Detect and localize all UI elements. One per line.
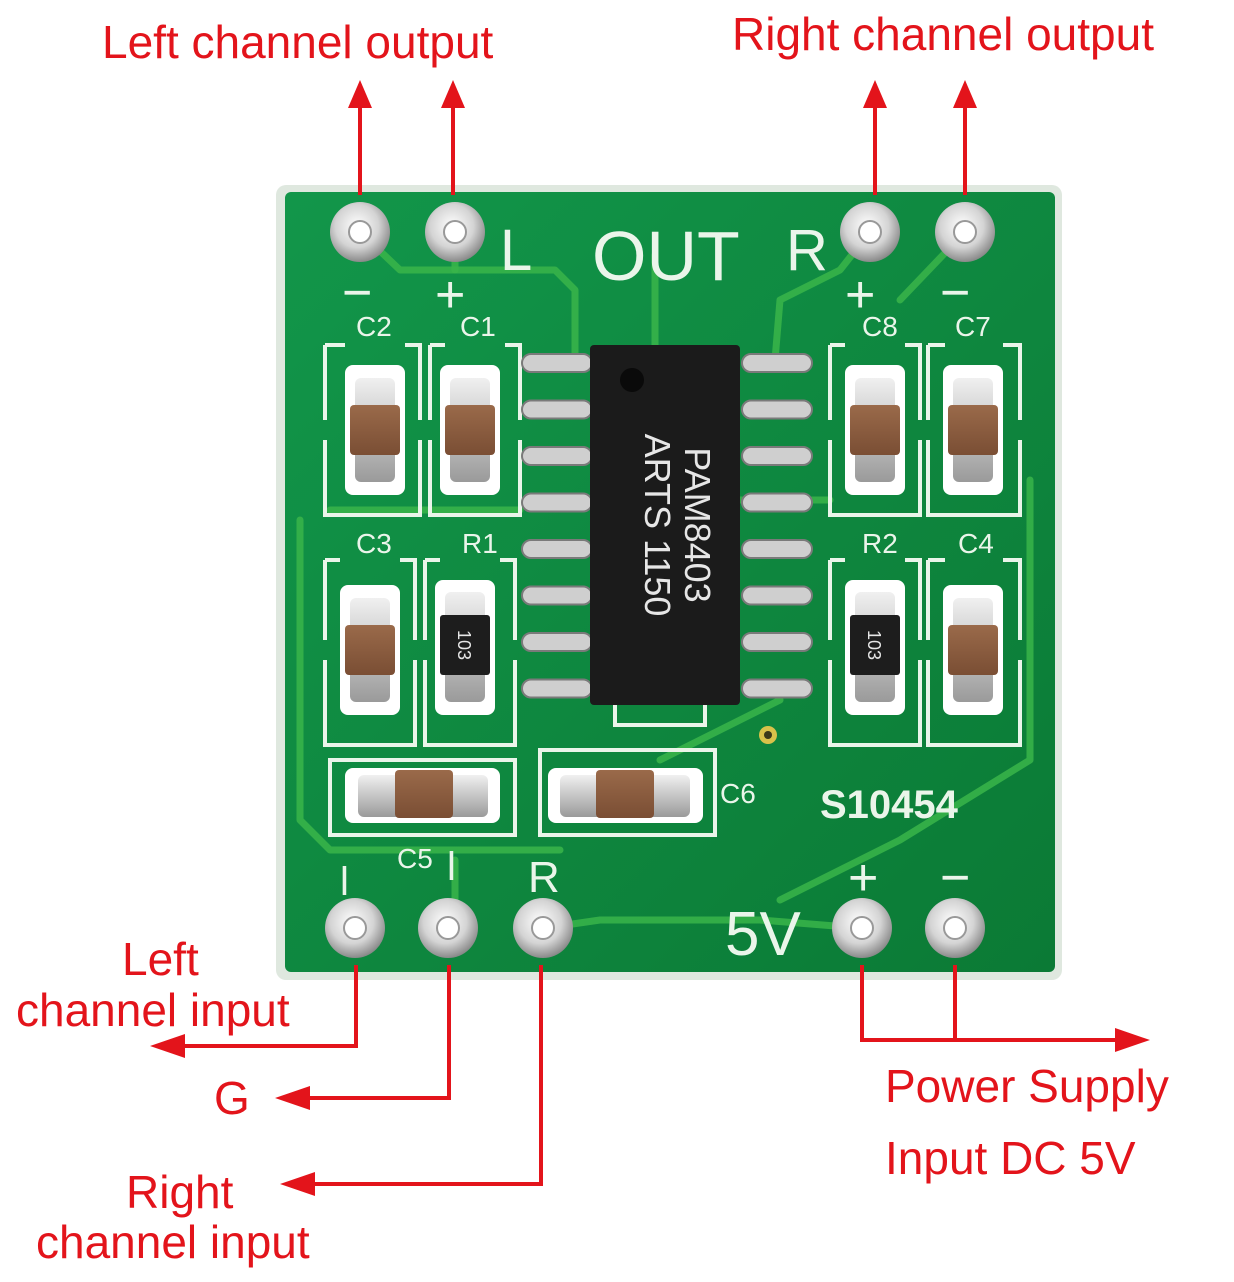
silk-r: R [786,218,828,283]
silk-pin-r: R [528,853,560,902]
arrow-up-icon [863,80,887,108]
silk-c2: C2 [356,311,392,342]
capacitor-c6 [548,768,703,823]
silk-pin-plus: + [848,849,878,907]
label-power-supply: Power Supply [885,1060,1169,1112]
silkscreen-outlines [323,343,1022,837]
ic-pin-left [521,353,593,373]
ic-pin-right [741,353,813,373]
ic-pin-left [521,446,593,466]
arrow-left-icon [275,1086,310,1110]
ic-pin-right [741,678,813,699]
silk-r2: R2 [862,528,898,559]
capacitor-c3 [340,585,400,715]
ic-chip-pins [521,353,813,699]
silk-c5: C5 [397,843,433,874]
silk-board-id: S10454 [820,783,959,827]
ic-pin-left [521,585,593,606]
wire-power-plus [860,965,1115,1042]
silk-c8: C8 [862,311,898,342]
pad-power-minus [925,898,985,958]
resistor-r2 [845,580,905,715]
silk-c6: C6 [720,778,756,809]
pam8403-chip: PAM8403 ARTS 1150 [590,345,740,705]
arrow-right-icon [1115,1028,1150,1052]
capacitor-c1 [440,365,500,495]
silk-c4: C4 [958,528,994,559]
capacitor-c8 [845,365,905,495]
silk-plus-right: + [845,266,875,324]
chip-marking-line2: ARTS 1150 [637,434,678,617]
label-left-channel-output: Left channel output [102,16,494,68]
capacitor-c2 [345,365,405,495]
capacitor-c7 [943,365,1003,495]
label-input-dc-5v: Input DC 5V [885,1132,1136,1184]
capacitor-c4 [943,585,1003,715]
resistor-code-r1: 103 [454,630,474,660]
pad-in-ground [418,898,478,958]
silk-5v: 5V [725,900,801,969]
silk-minus-left: − [342,264,372,322]
ic-pin-left [521,632,593,652]
ic-pin-left [521,399,593,420]
silk-c3: C3 [356,528,392,559]
ic-pin-right [741,446,813,466]
silkscreen-labels: L OUT R − + + − C2 C1 C8 C7 C3 R1 R2 C4 … [340,217,994,969]
silk-l: L [500,218,532,283]
wire-left-input [185,965,358,1048]
arrow-left-icon [280,1172,315,1196]
pad-out-right-plus [840,202,900,262]
wire-right-input [315,965,543,1186]
arrow-up-icon [441,80,465,108]
silk-plus-left: + [435,266,465,324]
arrow-up-icon [348,80,372,108]
label-right-channel-output: Right channel output [732,8,1154,60]
capacitor-c5 [345,768,500,823]
arrow-left-icon [150,1034,185,1058]
chip-marking-line1: PAM8403 [677,447,718,602]
pad-in-right [513,898,573,958]
pad-in-left [325,898,385,958]
ic-pin-left [521,492,593,513]
wire-ground [310,965,451,1100]
silk-pin-g: l [447,845,456,889]
pad-out-left-minus [330,202,390,262]
resistor-r1 [435,580,495,715]
silk-pin-l: l [340,860,349,904]
arrow-up-icon [953,80,977,108]
pad-power-plus [832,898,892,958]
ic-pin-left [521,678,593,699]
ic-pin-left [521,539,593,559]
ic-pin-right [741,585,813,606]
ic-pin-right [741,399,813,420]
silk-minus-right: − [940,264,970,322]
label-right-input-line2: channel input [36,1216,310,1268]
ic-pin-right [741,492,813,513]
silk-pin-minus: − [940,849,970,907]
annotation-labels: Left channel output Right channel output… [16,8,1169,1268]
ic-pin-right [741,539,813,559]
label-ground: G [214,1072,250,1124]
pad-out-left-plus [425,202,485,262]
resistor-code-r2: 103 [864,630,884,660]
silk-r1: R1 [462,528,498,559]
pad-out-right-minus [935,202,995,262]
label-right-input-line1: Right [126,1166,234,1218]
silk-c7: C7 [955,311,991,342]
silk-c1: C1 [460,311,496,342]
annotation-wires [150,80,1150,1196]
silk-out: OUT [592,217,740,295]
through-hole-pads [325,202,995,958]
ic-pin-right [741,632,813,652]
label-left-input-line1: Left [122,933,199,985]
smd-components [340,365,1003,823]
label-left-input-line2: channel input [16,984,290,1036]
